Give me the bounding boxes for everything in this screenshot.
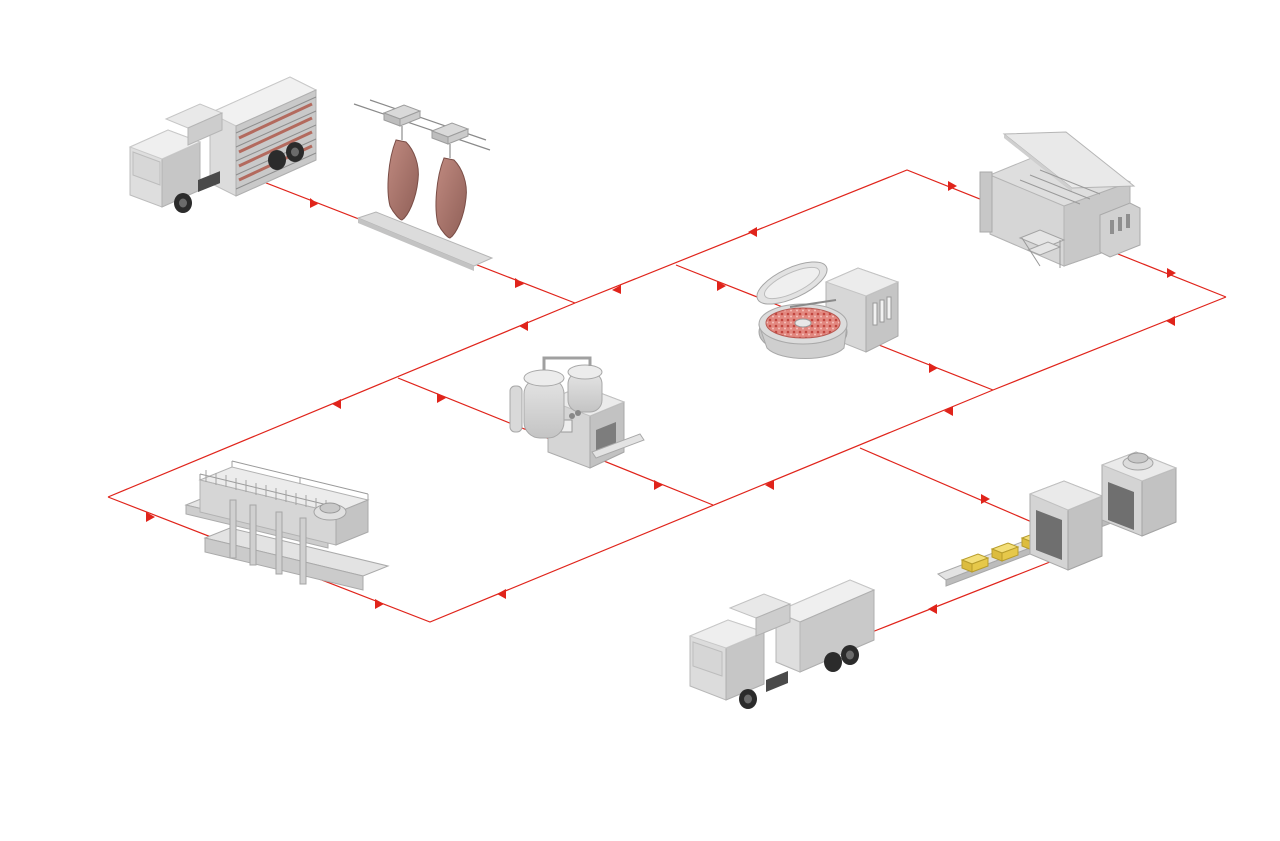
livestock-truck-icon: [128, 76, 318, 213]
arrow-icon: [981, 494, 990, 504]
arrow-icon: [654, 480, 663, 490]
hanging-carcass-icon: [353, 99, 494, 271]
arrow-icon: [146, 512, 155, 522]
arrow-icon: [332, 399, 341, 409]
arrow-icon: [519, 321, 528, 331]
scalding-tank-icon: [979, 131, 1141, 268]
arrow-icon: [948, 181, 957, 191]
arrow-icon: [437, 393, 446, 403]
flow-line-packaging-branch: [859, 447, 1056, 533]
flow-line-spine-upper: [574, 169, 1227, 304]
arrow-icon: [1166, 316, 1175, 326]
processing-line-icon: [184, 460, 390, 591]
flow-line-spine: [107, 302, 576, 498]
bowl-cutter-icon: [756, 261, 900, 359]
arrow-icon: [765, 480, 774, 490]
arrow-icon: [748, 227, 757, 237]
arrow-icon: [310, 198, 318, 208]
arrow-icon: [928, 604, 937, 614]
arrow-icon: [612, 285, 621, 294]
arrow-icon: [929, 363, 938, 373]
arrow-icon: [944, 406, 953, 416]
arrow-icon: [717, 281, 726, 291]
flow-line-to-delivery: [871, 559, 1056, 633]
vacuum-processor-icon: [509, 356, 645, 469]
packaging-tunnel-icon: [936, 451, 1178, 587]
arrow-icon: [375, 599, 384, 609]
flow-arrows: [146, 181, 1176, 614]
arrow-icon: [515, 278, 524, 288]
arrow-icon: [1167, 268, 1176, 278]
arrow-icon: [497, 589, 506, 599]
refrigerated-truck-icon: [688, 579, 876, 709]
